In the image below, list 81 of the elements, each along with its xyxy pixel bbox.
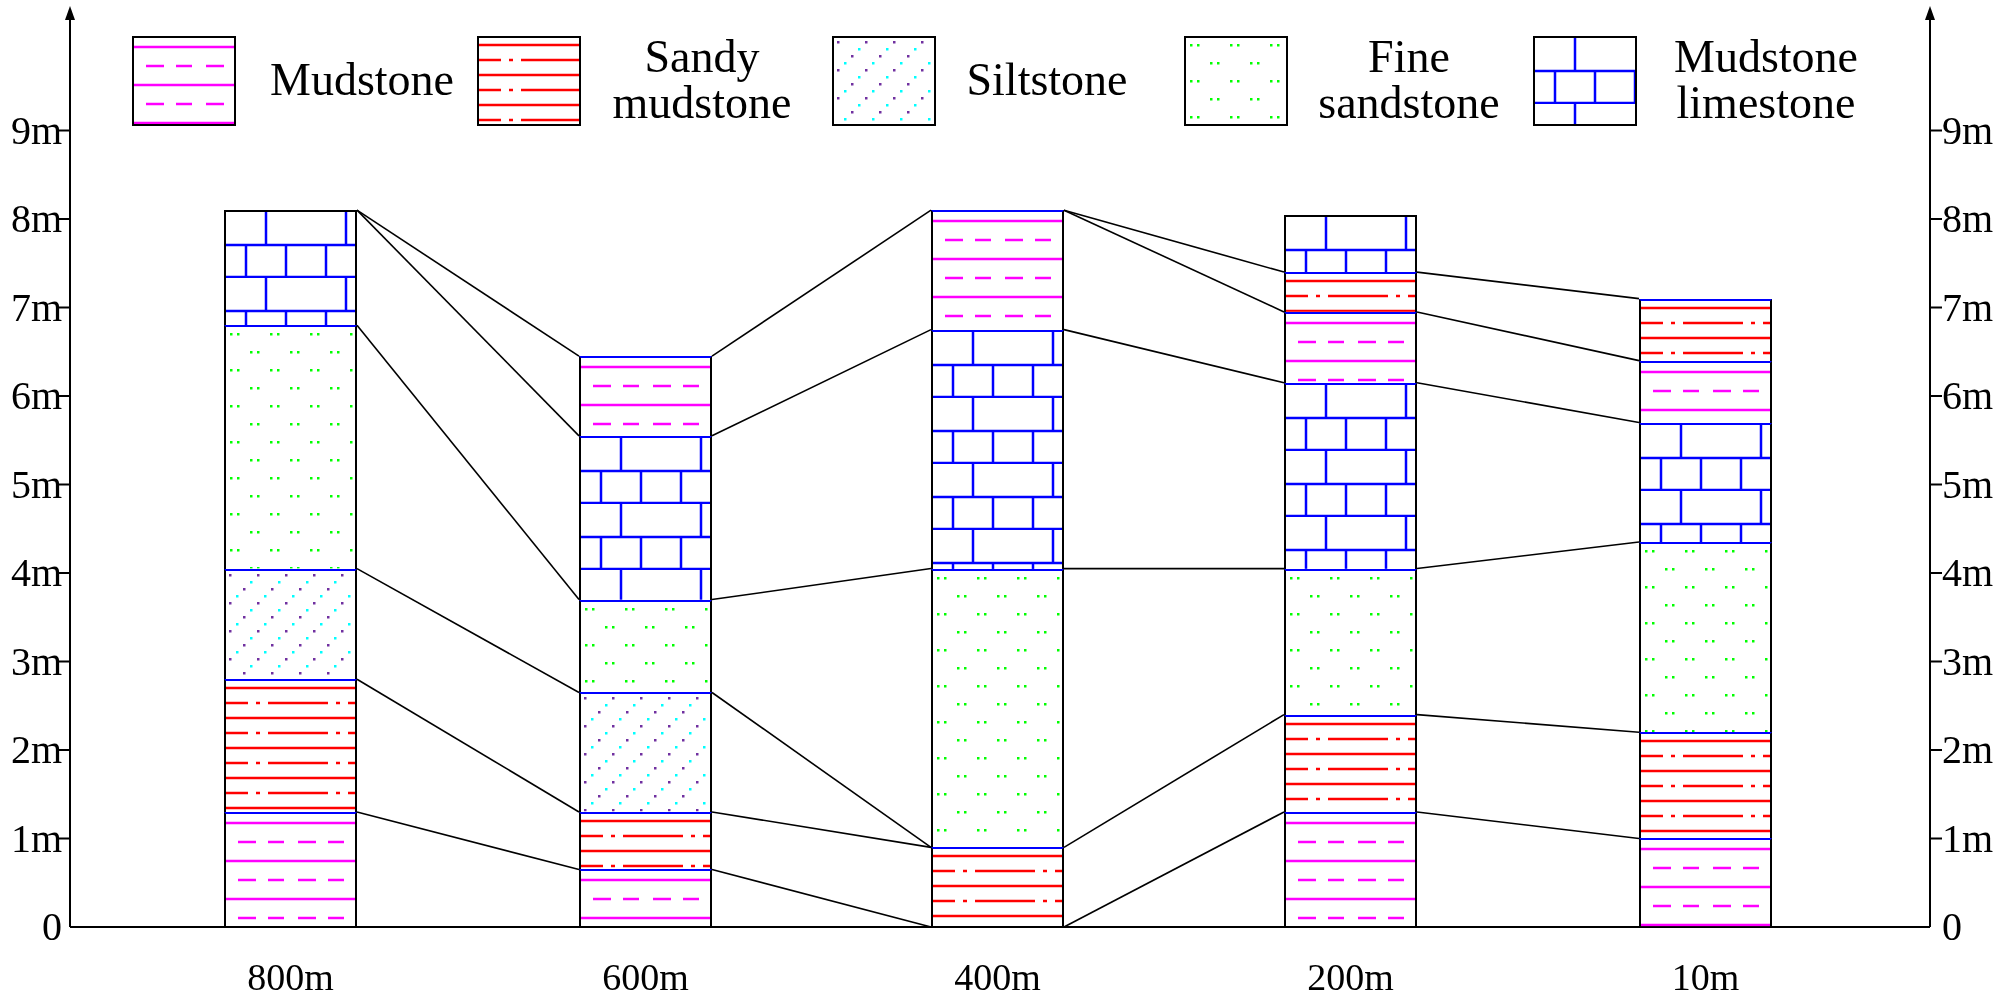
correlation-line [711, 567, 932, 601]
fine-sandstone-layer [579, 599, 712, 693]
correlation-line [711, 811, 932, 849]
axis-tick-label: 3m [10, 641, 62, 682]
correlation-line [1416, 811, 1640, 840]
axis-tick-label: 0 [1942, 907, 1962, 947]
sandy-mudstone-layer [1639, 732, 1772, 839]
sandy-mudstone-layer [931, 847, 1064, 927]
column-label: 400m [953, 957, 1042, 997]
mudstone-layer [1639, 838, 1772, 927]
sandy-mudstone-layer [1284, 714, 1417, 812]
axis-tick-label: 3m [1942, 641, 1994, 682]
correlation-line [1416, 381, 1640, 424]
siltstone-layer [579, 692, 712, 812]
axis-tick-label: 5m [10, 464, 62, 505]
column-label: 10m [1670, 957, 1741, 997]
axis-tick-label: 8m [10, 199, 62, 239]
axis-tick-label: 9m [1942, 110, 1994, 151]
legend-label: Mudstone [269, 53, 455, 107]
correlation-line [1416, 713, 1640, 734]
mudstone-layer [579, 869, 712, 927]
legend-label: Siltstone [965, 53, 1129, 107]
correlation-line [711, 691, 932, 849]
axis-tick-label: 2m [10, 730, 62, 770]
correlation-line [1416, 271, 1640, 300]
correlation-line [356, 811, 580, 871]
axis-tick-label: 7m [10, 287, 62, 328]
axis-tick-label: 2m [1942, 730, 1994, 770]
correlation-line [711, 328, 932, 437]
column-label: 800m [246, 957, 335, 997]
limestone-layer [931, 329, 1064, 569]
mudstone-layer [1284, 811, 1417, 927]
correlation-line [356, 567, 580, 694]
correlation-line [1063, 567, 1285, 570]
axis-tick-label: 6m [1942, 376, 1994, 416]
axis-tick-label: 9m [10, 110, 62, 151]
limestone-layer [224, 210, 357, 326]
sandy-mudstone-layer [1639, 298, 1772, 361]
axis-tick-label: 4m [1942, 553, 1994, 593]
fine-sandstone-layer [1639, 542, 1772, 733]
sandy-mudstone-layer [579, 811, 712, 870]
correlation-line [1416, 541, 1640, 570]
limestone-layer [579, 435, 712, 600]
axis-tick-label: 7m [1942, 287, 1994, 328]
correlation-line [1063, 713, 1285, 849]
correlation-line [356, 209, 580, 357]
limestone-layer [1639, 422, 1772, 542]
mudstone-layer [931, 210, 1064, 330]
mudstone-layer [579, 356, 712, 436]
axis-tick-label: 6m [10, 376, 62, 416]
axis-tick-label: 5m [1942, 464, 1994, 505]
column-label: 200m [1306, 957, 1395, 997]
limestone-layer [1284, 214, 1417, 273]
correlation-line [356, 678, 580, 813]
correlation-line [1416, 311, 1640, 362]
correlation-line [1063, 209, 1285, 313]
fine-sandstone-layer [931, 568, 1064, 848]
axis-tick-label: 1m [10, 818, 62, 859]
fine-sandstone-layer [224, 325, 357, 569]
mudstone-layer [1639, 360, 1772, 423]
correlation-line [1063, 328, 1285, 384]
axis-tick-label: 0 [42, 907, 62, 947]
legend-label: Sandy mudstone [611, 30, 793, 130]
correlation-line [1063, 811, 1285, 928]
mudstone-layer [224, 811, 357, 927]
axis-tick-label: 8m [1942, 199, 1994, 239]
siltstone-layer [224, 568, 357, 680]
correlation-line [356, 324, 580, 601]
axis-tick-label: 4m [10, 553, 62, 593]
limestone-layer [1284, 382, 1417, 569]
axis-tick-label: 1m [1942, 818, 1994, 859]
legend-label: Fine sandstone [1317, 30, 1501, 130]
correlation-line [1063, 209, 1285, 273]
fine-sandstone-layer [1284, 568, 1417, 715]
correlation-line [356, 209, 580, 437]
mudstone-layer [1284, 311, 1417, 383]
sandy-mudstone-layer [224, 679, 357, 812]
legend-label: Mudstone limestone [1673, 30, 1859, 130]
sandy-mudstone-layer [1284, 272, 1417, 312]
correlation-line [711, 209, 932, 357]
column-label: 600m [601, 957, 690, 997]
